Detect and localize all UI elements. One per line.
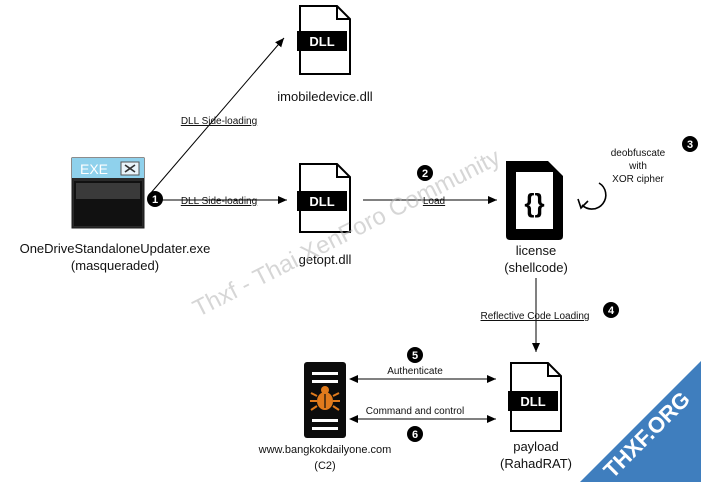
svg-text:5: 5 [412, 350, 418, 362]
thxf-corner-badge: THXF.ORG [580, 361, 701, 483]
deobfuscate-loop-arrow [581, 182, 607, 210]
deobfuscate-line-1: deobfuscate [611, 148, 666, 159]
payload-sublabel: (RahadRAT) [500, 456, 572, 471]
license-sublabel: (shellcode) [504, 260, 568, 275]
getopt-icon-text: DLL [309, 194, 334, 209]
license-label: license [516, 243, 556, 258]
imobiledevice-icon-text: DLL [309, 34, 334, 49]
step-badge-4: 4 [603, 302, 619, 318]
c2-server-icon [304, 362, 346, 438]
svg-text:1: 1 [152, 194, 158, 206]
license-icon-text: {} [524, 188, 544, 218]
step-badge-3: 3 [682, 136, 698, 152]
getopt-label: getopt.dll [299, 252, 352, 267]
step-badge-5: 5 [407, 347, 423, 363]
svg-text:6: 6 [412, 429, 418, 441]
exe-sublabel: (masqueraded) [71, 258, 159, 273]
step-badge-2: 2 [417, 165, 433, 181]
svg-text:4: 4 [608, 305, 615, 317]
c2-label: www.bangkokdailyone.com [258, 444, 392, 456]
edge-exe-imobiledevice [149, 37, 285, 195]
deobfuscate-line-2: with [628, 161, 647, 172]
c2-sublabel: (C2) [314, 460, 335, 472]
deobfuscate-line-3: XOR cipher [612, 174, 664, 185]
svg-text:3: 3 [687, 139, 693, 151]
edge-label-reflective: Reflective Code Loading [481, 311, 590, 322]
getopt-file-icon: DLL [297, 163, 351, 233]
payload-file-icon: DLL [508, 362, 562, 432]
edge-label-side-loading-mid: DLL Side-loading [181, 196, 257, 207]
exe-label: OneDriveStandaloneUpdater.exe [20, 241, 211, 256]
edge-label-authenticate: Authenticate [387, 366, 443, 377]
edge-label-load: Load [423, 196, 445, 207]
step-badge-1: 1 [147, 191, 163, 207]
step-badge-6: 6 [407, 426, 423, 442]
imobiledevice-label: imobiledevice.dll [277, 89, 372, 104]
payload-label: payload [513, 439, 559, 454]
svg-text:2: 2 [422, 168, 428, 180]
exe-window-icon: EXE [71, 157, 145, 229]
watermark-text: Thxf - Thai XenForo Community [189, 144, 505, 323]
bug-icon [310, 386, 340, 411]
exe-icon-text: EXE [80, 161, 108, 177]
license-code-icon: {} [506, 161, 563, 240]
imobiledevice-file-icon: DLL [297, 5, 351, 75]
payload-icon-text: DLL [520, 394, 545, 409]
edge-label-side-loading-top: DLL Side-loading [181, 116, 257, 127]
edge-label-command: Command and control [366, 406, 464, 417]
